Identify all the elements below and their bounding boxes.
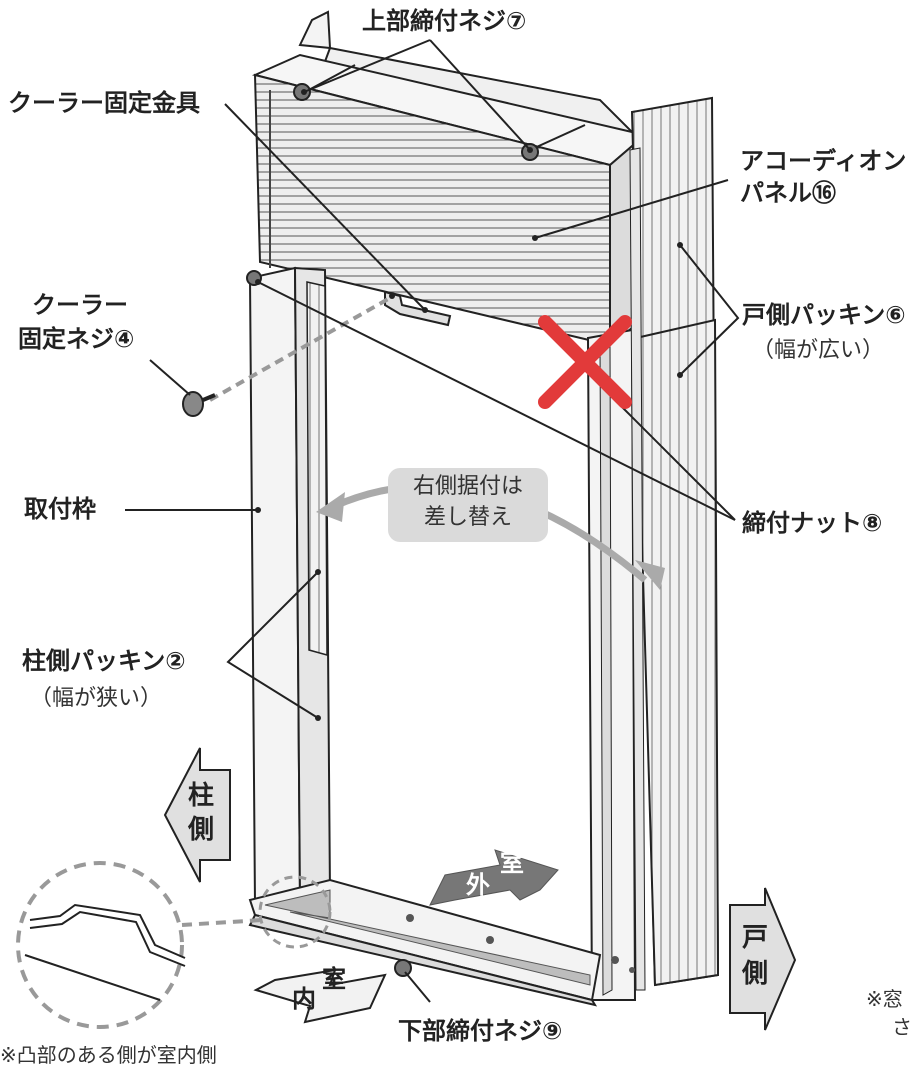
label-accordion-1: アコーディオン: [740, 147, 907, 175]
top-box: [251, 53, 648, 348]
detail-magnifier: [16, 861, 332, 1029]
swap-callout: 右側据付は 差し替え: [388, 468, 548, 542]
pillar-side-arrow: [163, 747, 231, 883]
label-cooler-bracket: クーラー固定金具: [8, 89, 200, 117]
red-cross-mark: [538, 315, 632, 409]
bottom-screw: [394, 959, 412, 977]
indoor-arrow-text-1: 内: [292, 985, 316, 1013]
mounting-frame: [248, 266, 637, 1007]
outdoor-arrow-text-2: 室: [500, 849, 524, 877]
label-door-packing: 戸側パッキン⑥: [742, 301, 906, 329]
accordion-panel-shape: [629, 96, 720, 991]
callout-line1: 右側据付は: [412, 474, 523, 499]
cooler-bracket: [384, 290, 452, 327]
pillar-arrow-text-2: 側: [188, 815, 215, 845]
callout-line2: 差し替え: [423, 504, 512, 530]
indoor-arrow: [253, 968, 387, 1024]
leader-dots: [255, 89, 683, 721]
label-bottom-screw: 下部締付ネジ⑨: [398, 1017, 563, 1045]
leader-lines: [125, 39, 740, 1003]
pillar-packing-strip: [306, 281, 328, 656]
label-frame: 取付枠: [24, 495, 96, 523]
cooler-fixing-screw: [182, 296, 391, 417]
label-pillar-packing-note: （幅が狭い）: [30, 686, 163, 711]
label-nut: 締付ナット⑧: [742, 509, 883, 537]
label-right-note-1: ※窓: [866, 987, 903, 1011]
label-door-packing-note: （幅が広い）: [752, 338, 885, 363]
label-cooler-screw-1: クーラー: [32, 291, 128, 319]
label-convex-note: ※凸部のある側が室内側: [0, 1043, 217, 1067]
pillar-arrow-text-1: 柱: [188, 781, 215, 811]
indoor-arrow-text-2: 室: [322, 965, 346, 993]
door-side-arrow: [729, 887, 797, 1031]
door-arrow-text-2: 側: [742, 959, 769, 989]
label-top-screw: 上部締付ネジ⑦: [362, 7, 527, 35]
outdoor-arrow: [429, 849, 559, 906]
label-cooler-screw-2: 固定ネジ④: [18, 325, 135, 353]
outdoor-arrow-text-1: 外: [466, 871, 490, 899]
label-pillar-packing: 柱側パッキン②: [22, 647, 186, 675]
label-accordion-2: パネル⑯: [740, 179, 836, 207]
label-right-note-2: さ: [892, 1015, 912, 1039]
door-arrow-text-1: 戸: [742, 923, 769, 953]
